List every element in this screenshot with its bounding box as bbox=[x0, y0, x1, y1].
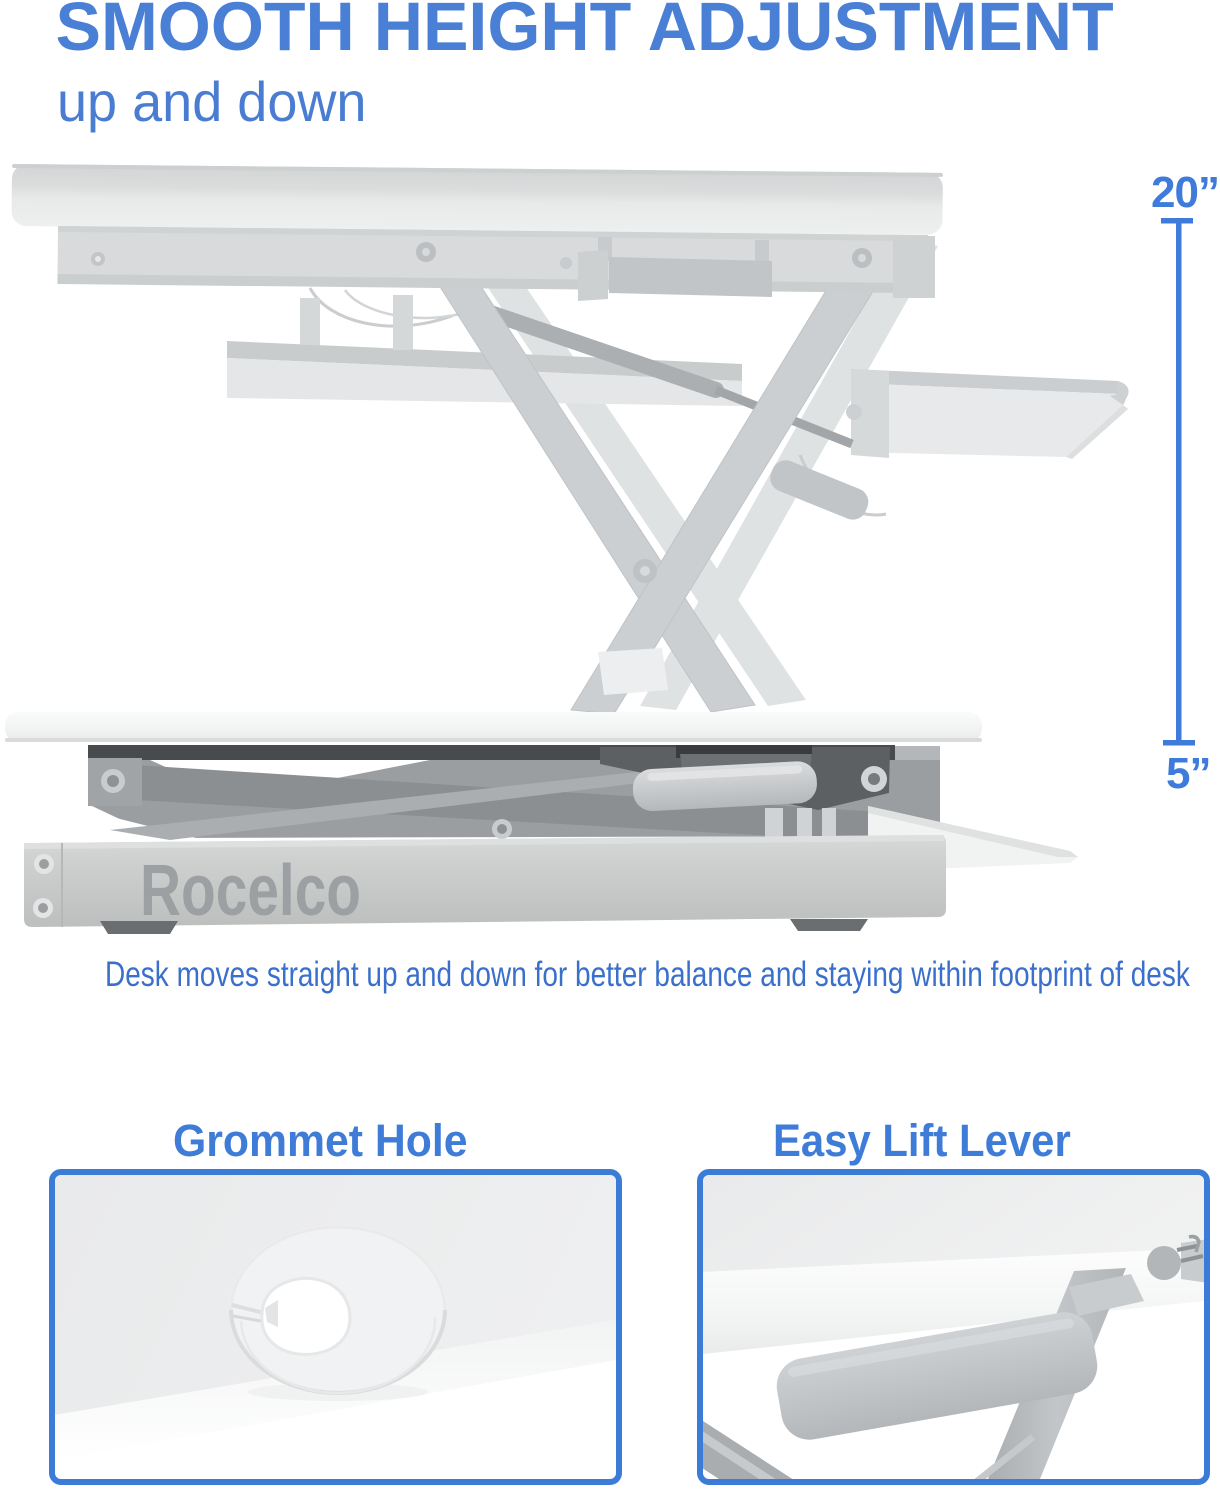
svg-text:Rocelco: Rocelco bbox=[140, 851, 361, 931]
